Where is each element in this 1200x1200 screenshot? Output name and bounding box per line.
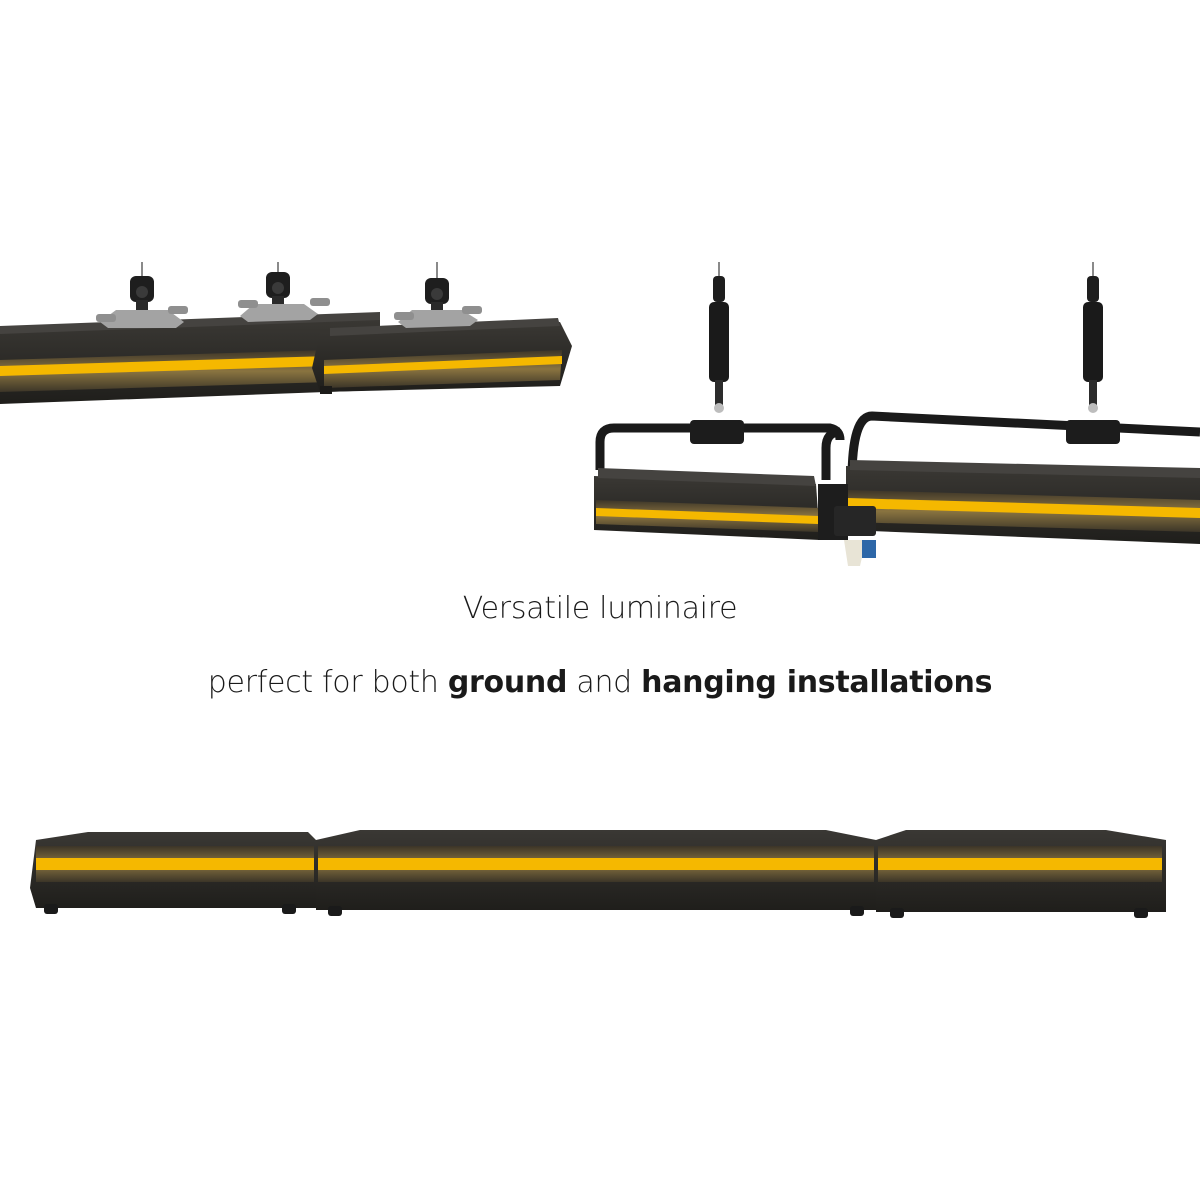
half-coupler-clamp-1 [96,262,188,328]
suspension-rod-left [709,262,729,413]
caption-subline-mid: and [567,665,642,700]
ground-placed-light-bars [30,830,1166,918]
ground-light-bar-right [876,830,1166,918]
yoke-mount-right [1066,420,1120,444]
ground-light-bar-left [30,832,316,914]
clamp-mounted-light-bars [0,262,572,404]
light-bar-suspended-long [846,460,1200,544]
half-coupler-clamp-2 [238,262,330,322]
yoke-suspended-light-bars [594,262,1200,566]
ground-light-bar-middle [316,830,876,916]
light-bar-short-right [312,318,572,394]
yoke-mount-left [690,420,744,444]
caption-subline-prefix: perfect for both [207,665,448,700]
caption-subline: perfect for both ground and hanging inst… [0,665,1200,700]
suspension-rod-right [1083,262,1103,413]
caption-bold-ground: ground [447,665,568,700]
half-coupler-clamp-3 [394,262,482,328]
light-bar-suspended-short [594,468,820,540]
caption-headline: Versatile luminaire [462,591,738,626]
connector-block [818,484,876,566]
caption-bold-hanging: hanging installations [641,665,993,700]
